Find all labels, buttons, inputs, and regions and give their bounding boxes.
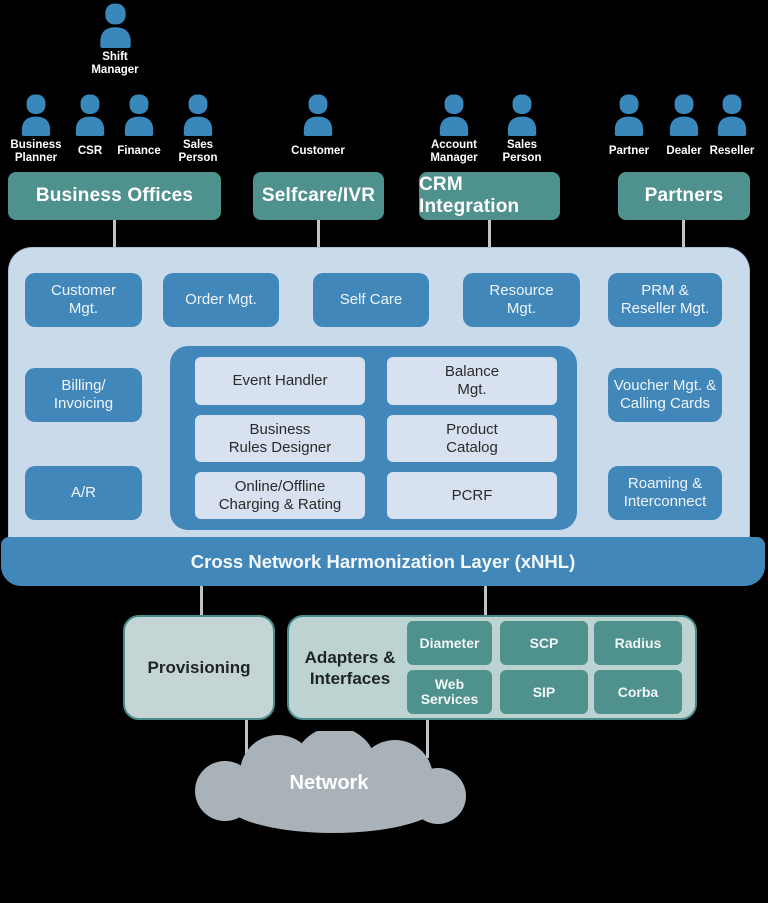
module-billing-invoicing: Billing/ Invoicing [25, 368, 142, 422]
actor-finance: Finance [99, 94, 179, 166]
person-icon [99, 3, 131, 48]
actor-csr: CSR [50, 94, 130, 166]
actor-account-manager: Account Manager [414, 94, 494, 166]
actor-label: Shift Manager [91, 50, 139, 77]
person-icon [507, 94, 537, 136]
person-icon [669, 94, 699, 136]
adapter-radius: Radius [594, 621, 682, 665]
actor-label: Business Planner [10, 138, 62, 165]
connector-line [113, 220, 116, 248]
actor-shift-manager: Shift Manager [75, 3, 155, 78]
actor-label: Account Manager [430, 138, 478, 165]
module-self-care: Self Care [313, 273, 429, 327]
actor-label: Customer [291, 145, 345, 158]
connector-line [200, 586, 203, 616]
actor-dealer: Dealer [644, 94, 724, 166]
core-business-rules-designer: Business Rules Designer [195, 415, 365, 462]
adapter-sip: SIP [500, 670, 588, 714]
person-icon [124, 94, 154, 136]
adapter-diameter: Diameter [407, 621, 492, 665]
adapter-scp: SCP [500, 621, 588, 665]
connector-line [484, 586, 487, 616]
actor-sales-person-left: Sales Person [158, 94, 238, 166]
module-order-mgt: Order Mgt. [163, 273, 279, 327]
actor-label: Finance [117, 145, 161, 158]
actor-reseller: Reseller [692, 94, 768, 166]
channel-business-offices: Business Offices [8, 172, 221, 220]
actor-customer: Customer [278, 94, 358, 166]
network-cloud [195, 731, 466, 833]
person-icon [75, 94, 105, 136]
module-voucher-calling-cards: Voucher Mgt. & Calling Cards [608, 368, 722, 422]
actor-label: Dealer [666, 145, 702, 158]
provisioning-box: Provisioning [123, 615, 275, 720]
module-prm-reseller-mgt: PRM & Reseller Mgt. [608, 273, 722, 327]
channel-crm-integration: CRM Integration [419, 172, 560, 220]
actor-label: Reseller [709, 145, 755, 158]
adapter-web-services: Web Services [407, 670, 492, 714]
module-customer-mgt: Customer Mgt. [25, 273, 142, 327]
core-event-handler: Event Handler [195, 357, 365, 405]
actor-label: Sales Person [502, 138, 542, 165]
person-icon [183, 94, 213, 136]
connector-line [317, 220, 320, 248]
xnhl-bar: Cross Network Harmonization Layer (xNHL) [1, 537, 765, 586]
core-online-offline-charging: Online/Offline Charging & Rating [195, 472, 365, 519]
actor-sales-person-crm: Sales Person [482, 94, 562, 166]
person-icon [614, 94, 644, 136]
actor-business-planner: Business Planner [0, 94, 76, 166]
core-product-catalog: Product Catalog [387, 415, 557, 462]
connector-line [426, 720, 429, 758]
actor-label: Sales Person [178, 138, 218, 165]
module-roaming-interconnect: Roaming & Interconnect [608, 466, 722, 520]
module-resource-mgt: Resource Mgt. [463, 273, 580, 327]
person-icon [21, 94, 51, 136]
module-accounts-receivable: A/R [25, 466, 142, 520]
core-pcrf: PCRF [387, 472, 557, 519]
connector-line [488, 220, 491, 248]
actor-label: Partner [608, 145, 650, 158]
person-icon [439, 94, 469, 136]
channel-partners: Partners [618, 172, 750, 220]
adapter-corba: Corba [594, 670, 682, 714]
core-balance-mgt: Balance Mgt. [387, 357, 557, 405]
network-label: Network [289, 772, 369, 794]
adapters-label: Adapters & Interfaces [304, 647, 396, 688]
connector-line [682, 220, 685, 248]
actor-partner: Partner [589, 94, 669, 166]
person-icon [717, 94, 747, 136]
person-icon [303, 94, 333, 136]
connector-line [245, 720, 248, 758]
actor-label: CSR [77, 145, 103, 158]
channel-selfcare-ivr: Selfcare/IVR [253, 172, 384, 220]
